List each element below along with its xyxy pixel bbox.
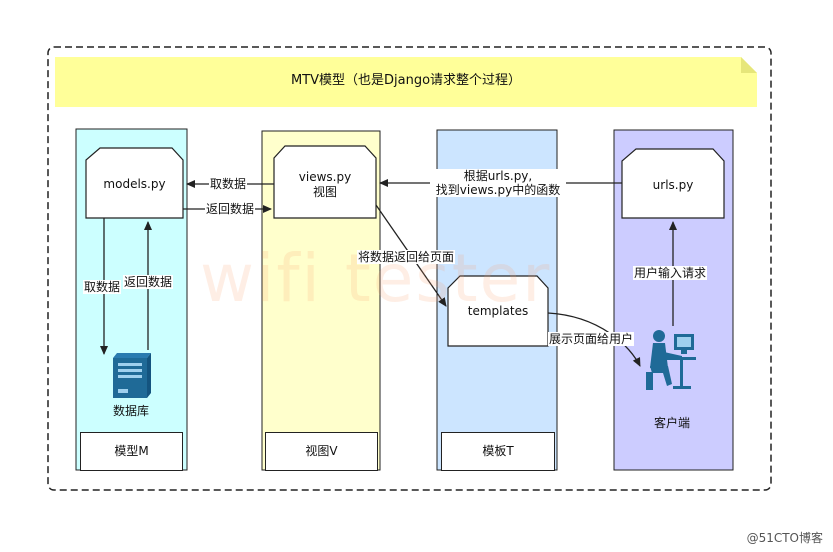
title-band-fold (741, 57, 757, 73)
edge-label-models-to-views: 返回数据 (205, 202, 256, 216)
edge-label-models-to-db: 取数据 (83, 280, 122, 294)
database-label: 数据库 (112, 404, 149, 418)
credit: @51CTO博客 (746, 531, 823, 545)
footer-view: 视图V (265, 432, 378, 471)
client-label: 客户端 (653, 416, 690, 430)
edge-label-client-to-urls: 用户输入请求 (633, 266, 708, 280)
title-band (55, 57, 757, 107)
outer-frame (47, 46, 772, 491)
edge-label-urls-line1: 根据urls.py, (463, 169, 533, 183)
templates-node (447, 275, 549, 347)
edge-label-views-to-models: 取数据 (209, 177, 248, 191)
edge-label-templates-to-client: 展示页面给用户 (548, 332, 635, 346)
edge-label-views-to-templates: 将数据返回给页面 (357, 250, 456, 264)
urls-label: urls.py (652, 178, 694, 192)
footer-model: 模型M (80, 432, 183, 471)
templates-label: templates (467, 304, 529, 318)
diagram-title: MTV模型（也是Django请求整个过程） (290, 73, 522, 88)
views-label-line2: 视图 (312, 185, 337, 199)
edge-label-db-to-models: 返回数据 (123, 275, 174, 289)
database-icon (113, 353, 151, 398)
edge-label-urls-to-views: 根据urls.py, 找到views.py中的函数 (430, 169, 566, 197)
urls-node (621, 148, 725, 219)
edge-label-urls-line2: 找到views.py中的函数 (435, 183, 561, 197)
views-label-line1: views.py (298, 170, 352, 184)
views-label: views.py 视图 (274, 170, 376, 200)
footer-template: 模板T (441, 432, 555, 471)
views-node (273, 145, 377, 219)
models-node (85, 147, 184, 219)
models-label: models.py (103, 177, 166, 191)
client-icon (646, 330, 696, 390)
